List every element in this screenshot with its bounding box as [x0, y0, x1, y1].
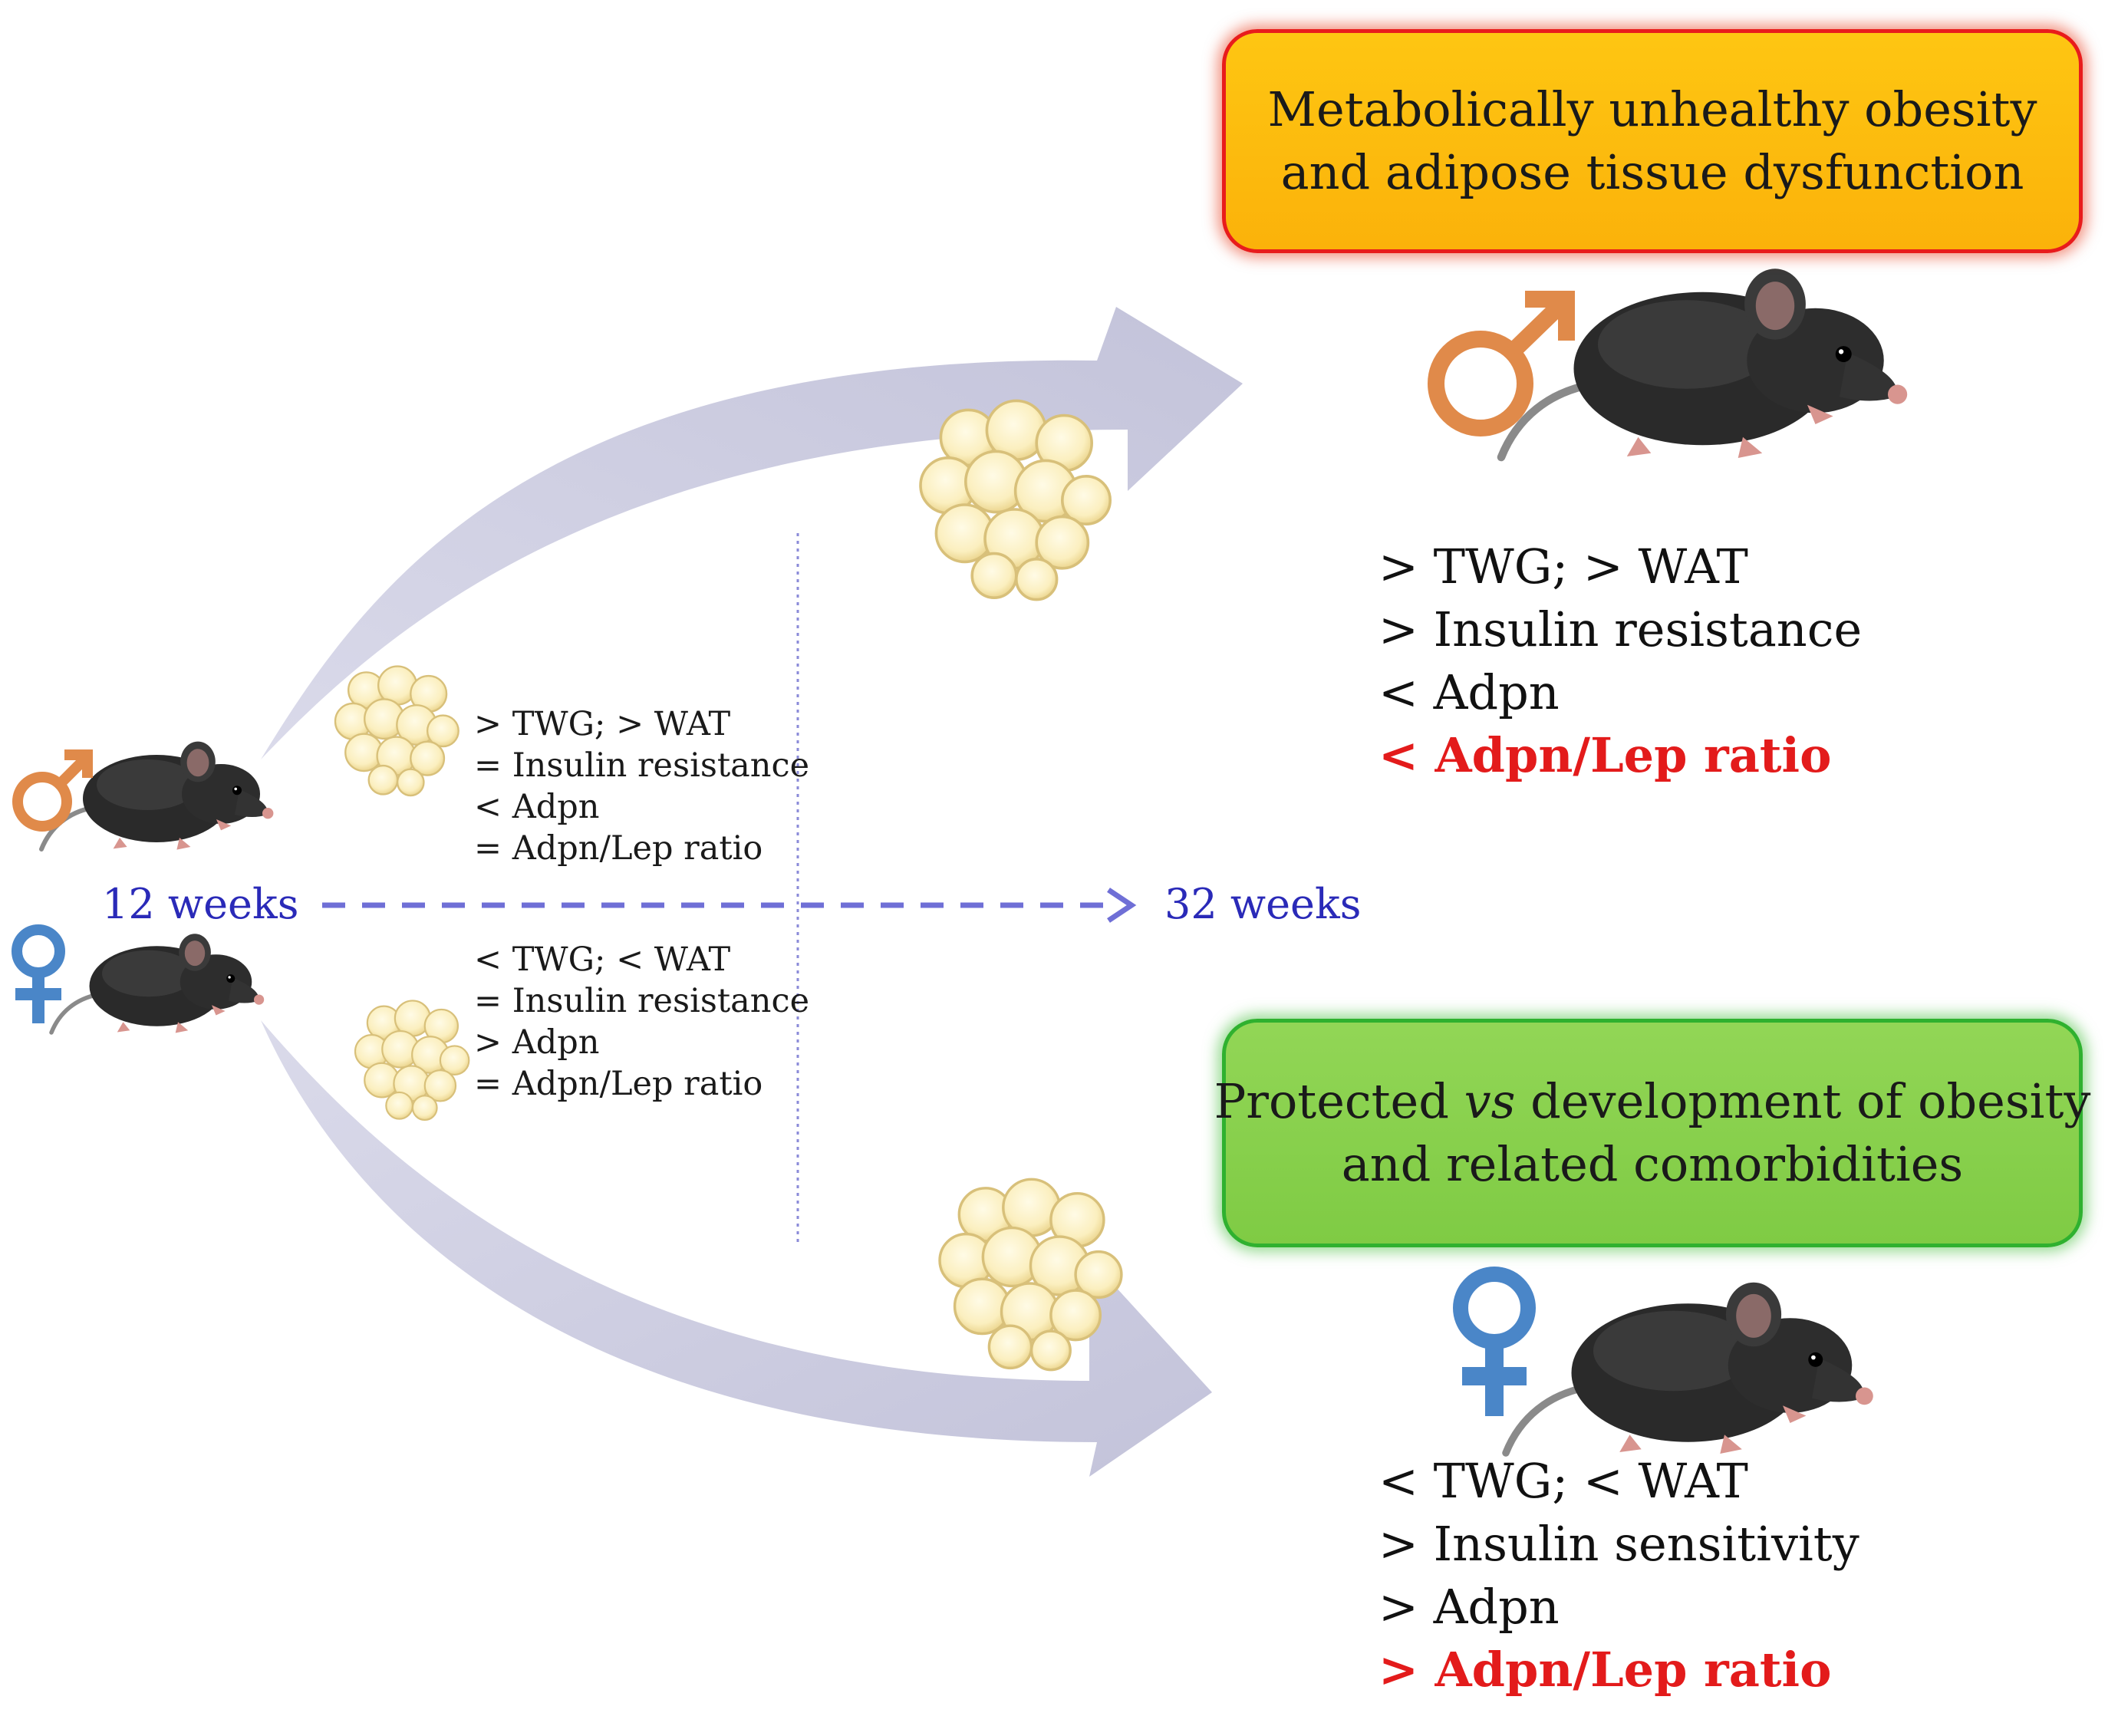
outcome-title-line: Metabolically unhealthy obesity	[1267, 81, 2037, 137]
outcome-title-part: development of obesity	[1515, 1073, 2091, 1129]
male-32w-findings: > TWG; > WAT > Insulin resistance < Adpn…	[1379, 535, 1862, 787]
male-12w-findings: > TWG; > WAT = Insulin resistance < Adpn…	[474, 703, 809, 869]
timeline-arrowhead	[1107, 888, 1137, 923]
female-symbol-icon	[1453, 1267, 1536, 1416]
adipocyte-cluster-icon	[354, 1000, 470, 1122]
outcome-title-part: Protected	[1214, 1073, 1464, 1129]
list-item: = Insulin resistance	[474, 746, 810, 785]
timeline-end-label: 32 weeks	[1164, 880, 1362, 928]
female-symbol-icon	[12, 924, 65, 1023]
female-32w-findings: < TWG; < WAT > Insulin sensitivity > Adp…	[1379, 1450, 1859, 1701]
outcome-title-line: Protected vs development of obesity	[1214, 1070, 2091, 1133]
adipocyte-cluster-icon	[334, 665, 460, 797]
male-symbol-icon	[1428, 291, 1575, 436]
adipocyte-cluster-icon	[919, 399, 1112, 601]
highlight-ratio: > Adpn/Lep ratio	[1379, 1642, 1832, 1698]
outcome-box-unhealthy-obesity: Metabolically unhealthy obesity and adip…	[1222, 29, 2083, 253]
list-item: < TWG; < WAT	[474, 940, 731, 979]
arrow-female-trajectory	[261, 1020, 1212, 1477]
outcome-box-protected: Protected vs development of obesity and …	[1214, 1019, 2090, 1247]
mouse-icon	[1506, 1283, 1873, 1454]
list-item: < Adpn	[1379, 664, 1560, 720]
list-item: > TWG; > WAT	[1379, 539, 1748, 595]
outcome-title-line: and adipose tissue dysfunction	[1280, 144, 2024, 200]
list-item: < Adpn	[474, 788, 600, 826]
outcome-title-italic: vs	[1464, 1073, 1516, 1129]
list-item: > TWG; > WAT	[474, 705, 731, 743]
outcome-title-line: and related comorbidities	[1341, 1136, 1964, 1192]
mouse-icon	[51, 934, 264, 1033]
highlight-ratio: < Adpn/Lep ratio	[1379, 727, 1832, 783]
list-item: > Adpn	[1379, 1579, 1560, 1635]
list-item: > Insulin sensitivity	[1379, 1516, 1859, 1572]
female-12w-findings: < TWG; < WAT = Insulin resistance > Adpn…	[474, 939, 809, 1105]
list-item: > Insulin resistance	[1379, 601, 1863, 657]
list-item: = Adpn/Lep ratio	[474, 829, 763, 868]
list-item: < TWG; < WAT	[1379, 1453, 1748, 1509]
list-item: > Adpn	[474, 1023, 600, 1062]
male-symbol-icon	[12, 749, 93, 832]
timeline-start-label: 12 weeks	[102, 880, 299, 928]
list-item: = Adpn/Lep ratio	[474, 1065, 763, 1103]
list-item: = Insulin resistance	[474, 982, 810, 1020]
